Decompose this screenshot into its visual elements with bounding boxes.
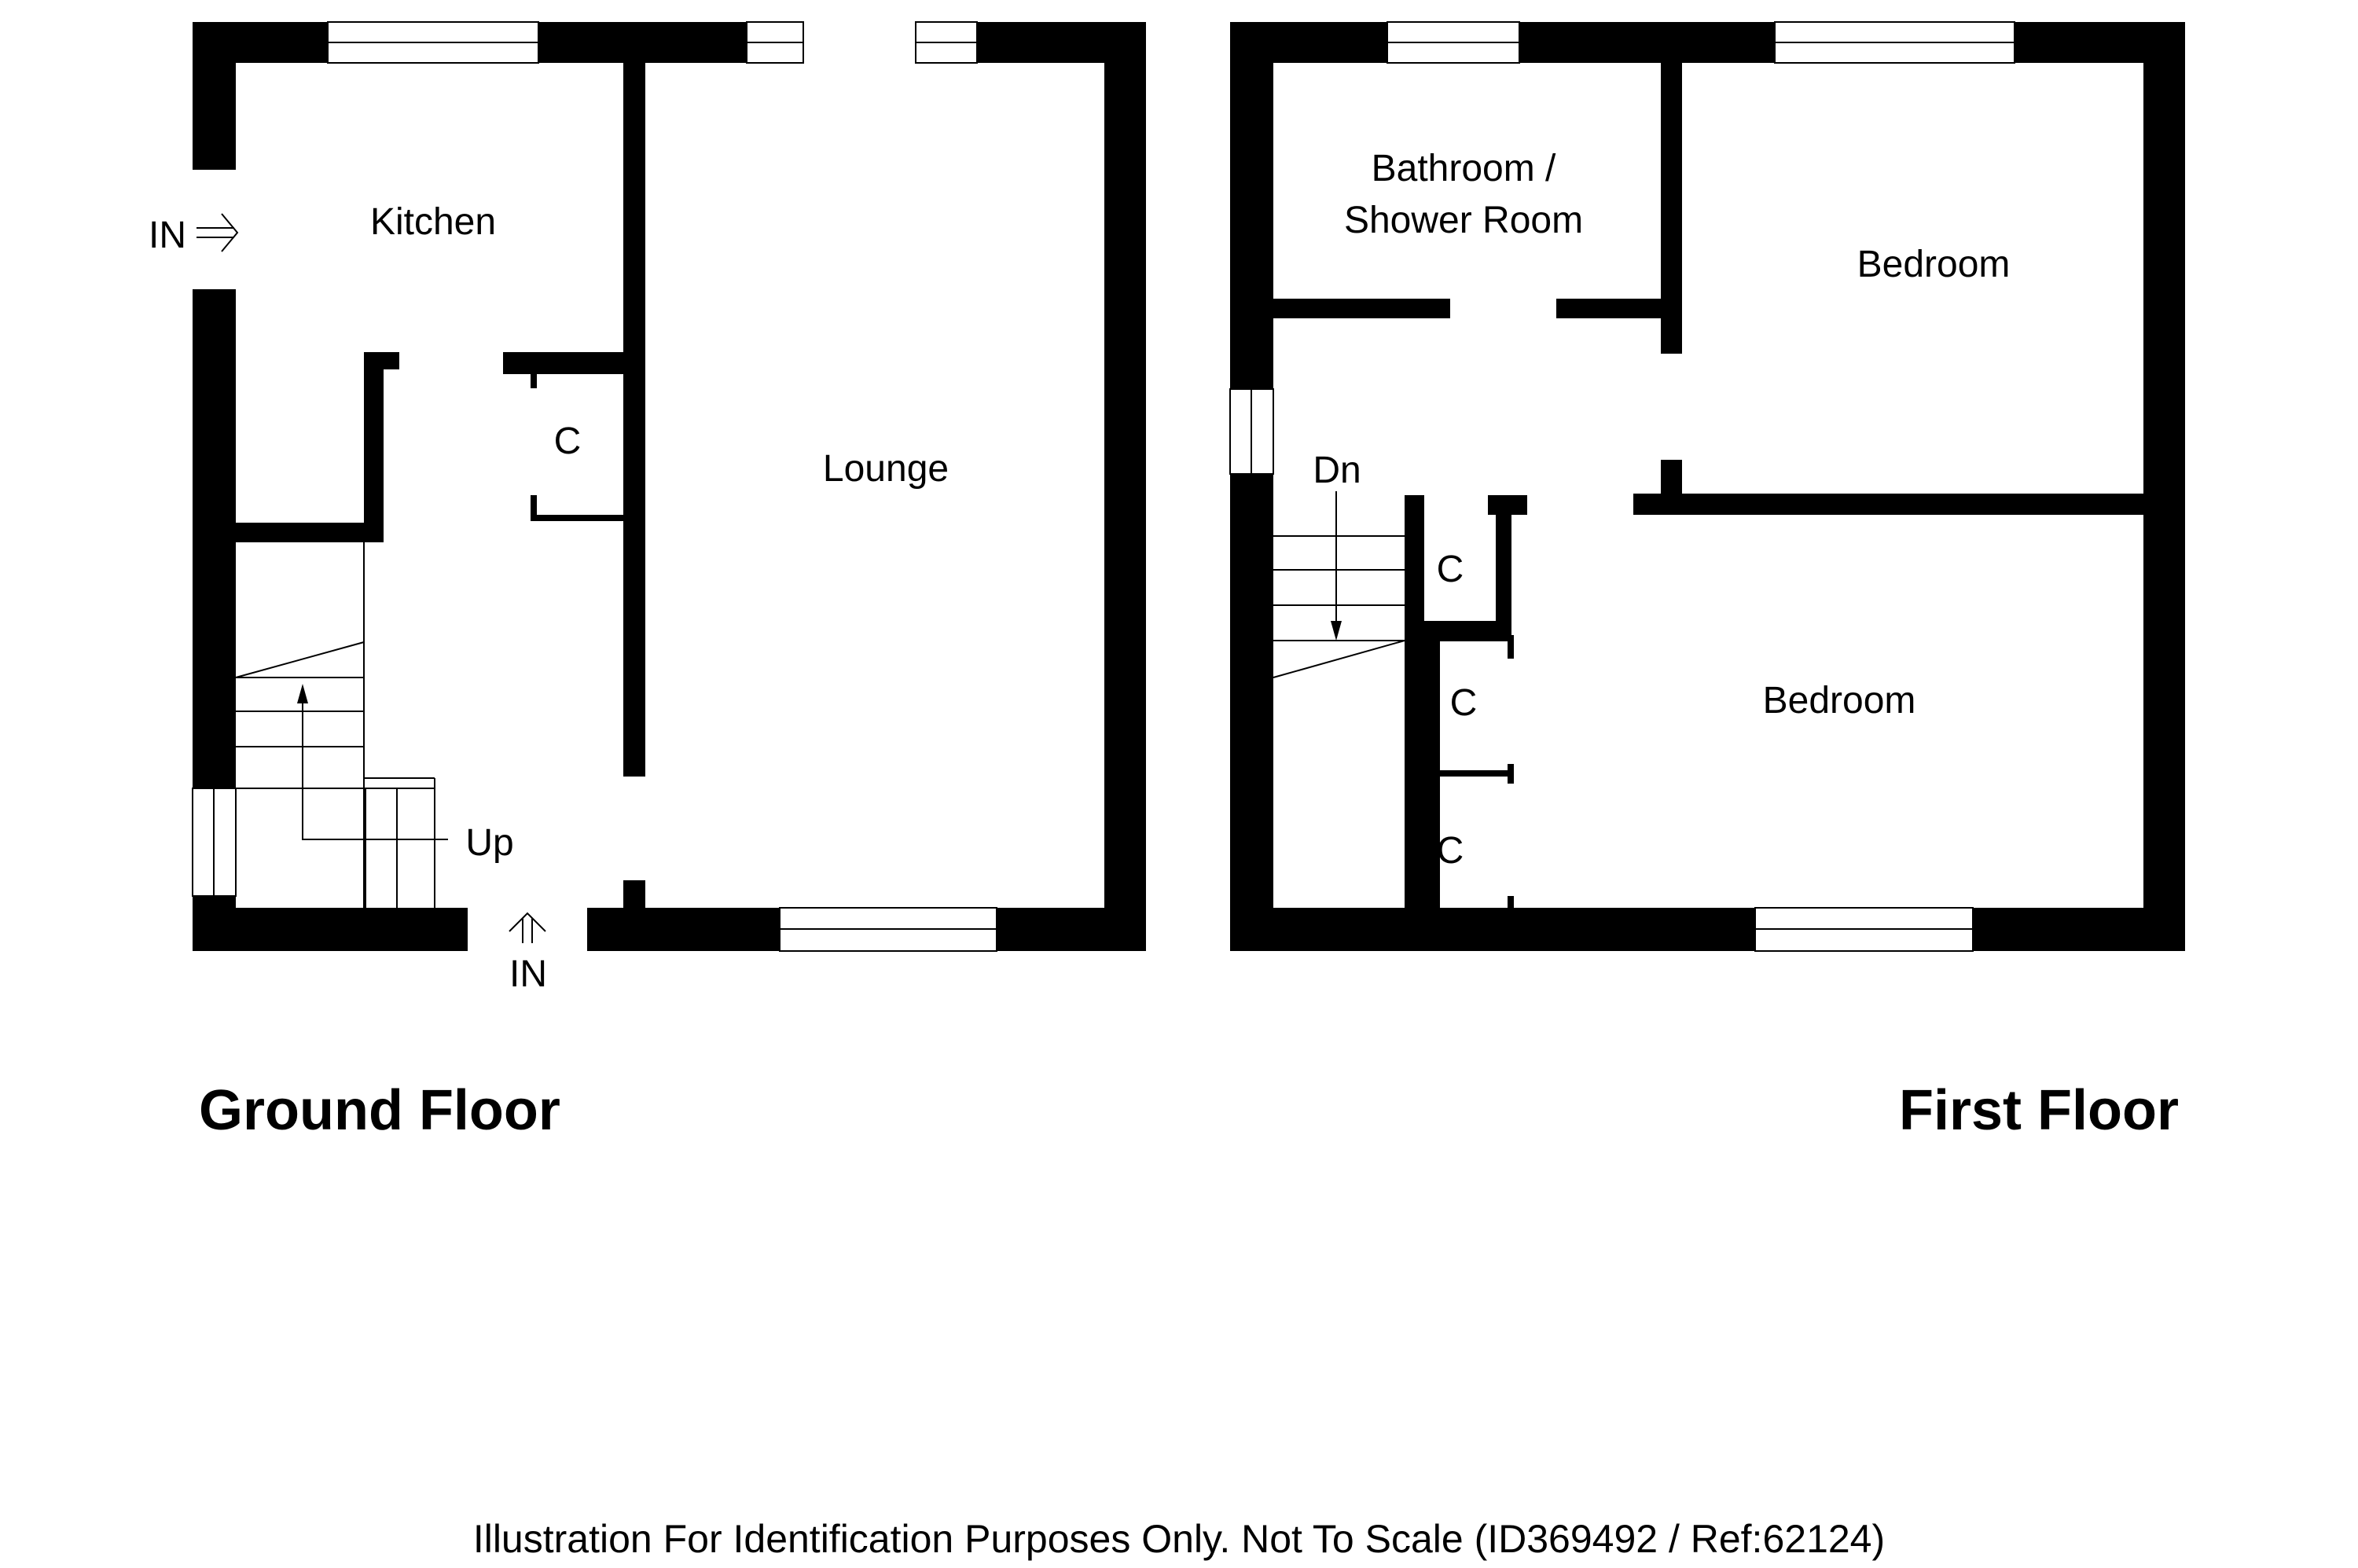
first-cupboard-2-label: C: [1450, 682, 1478, 724]
first-floor-walls: [1230, 22, 2185, 951]
ground-floor-title: Ground Floor: [199, 1079, 560, 1142]
disclaimer-note: Illustration For Identification Purposes…: [473, 1517, 1885, 1561]
stairs-up-arrow-icon: [297, 684, 308, 703]
front-entrance-label: IN: [509, 953, 547, 995]
first-floor-stairs: [1273, 491, 1405, 678]
first-cupboard-1-label: C: [1437, 549, 1464, 590]
first-floor-windows: [1229, 21, 2015, 952]
ground-cupboard-label: C: [554, 420, 582, 462]
first-cupboard-3-label: C: [1437, 830, 1464, 872]
first-floor-plan: Bathroom / Shower Room Bedroom Bedroom C…: [1229, 21, 2185, 1142]
side-entrance-label: IN: [149, 215, 186, 256]
stairs-up-label: Up: [465, 822, 513, 864]
bathroom-label-line2: Shower Room: [1344, 200, 1583, 241]
bedroom-2-label: Bedroom: [1763, 680, 1916, 722]
ground-floor-windows: [192, 21, 997, 952]
front-entrance-arrow-icon: [509, 912, 546, 943]
stairs-down-label: Dn: [1313, 450, 1361, 491]
stairs-down-arrow-icon: [1331, 621, 1342, 641]
ground-floor-plan: Kitchen Lounge C Up IN IN Ground Floor: [149, 21, 1146, 1142]
kitchen-label: Kitchen: [370, 201, 496, 243]
ground-floor-walls: [193, 22, 1146, 951]
lounge-label: Lounge: [823, 448, 949, 490]
bedroom-1-label: Bedroom: [1857, 244, 2011, 285]
first-floor-title: First Floor: [1899, 1079, 2179, 1142]
side-entrance-arrow-icon: [196, 213, 239, 252]
ground-floor-stairs: [235, 542, 448, 908]
bathroom-label-line1: Bathroom /: [1372, 148, 1556, 189]
